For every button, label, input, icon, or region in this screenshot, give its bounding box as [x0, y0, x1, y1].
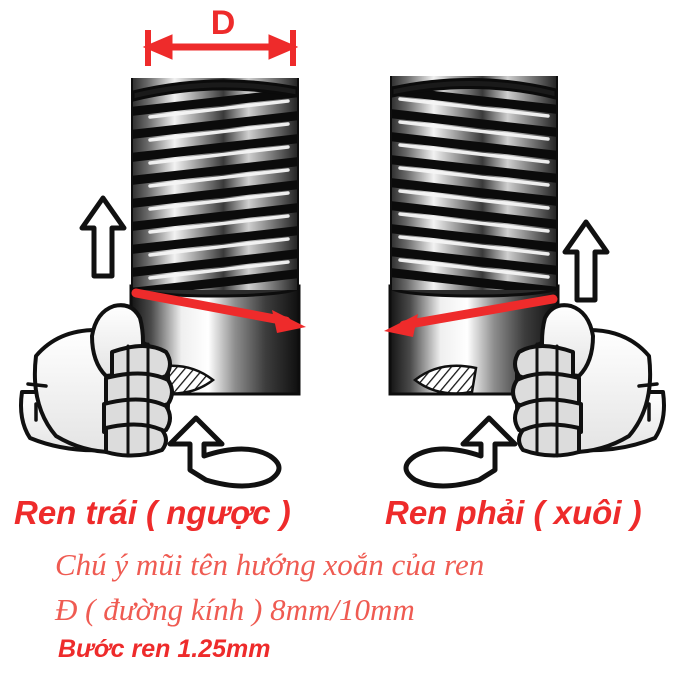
left-hand-illustration: [19, 303, 174, 458]
left-up-arrow-icon: [79, 195, 127, 279]
right-helix-arrow-icon: [384, 294, 558, 337]
left-bolt-group: [129, 78, 306, 396]
rotate-counterclockwise-icon: [167, 415, 282, 489]
caption-left-hand-thread: Ren trái ( ngược ): [14, 494, 291, 531]
right-bolt-group: [384, 76, 560, 396]
right-bolt-hatch-shading: [412, 364, 478, 395]
right-up-arrow-icon: [562, 219, 610, 303]
note-diameter: Đ ( đường kính ) 8mm/10mm: [55, 592, 415, 627]
dimension-label-d: D: [210, 4, 236, 42]
caption-right-hand-thread: Ren phải ( xuôi ): [385, 494, 642, 531]
left-bolt-shank: [129, 276, 301, 396]
left-bolt-threads: [131, 78, 299, 290]
right-bolt-shank: [388, 276, 560, 396]
right-hand-illustration: [511, 303, 666, 458]
right-bolt-threads: [390, 76, 558, 290]
left-helix-arrow-icon: [131, 288, 306, 333]
rotate-clockwise-icon: [403, 415, 518, 489]
note-thread-pitch: Bước ren 1.25mm: [58, 635, 271, 663]
note-arrow-direction: Chú ý mũi tên hướng xoắn của ren: [55, 547, 485, 582]
left-bolt-hatch-shading: [150, 364, 216, 395]
